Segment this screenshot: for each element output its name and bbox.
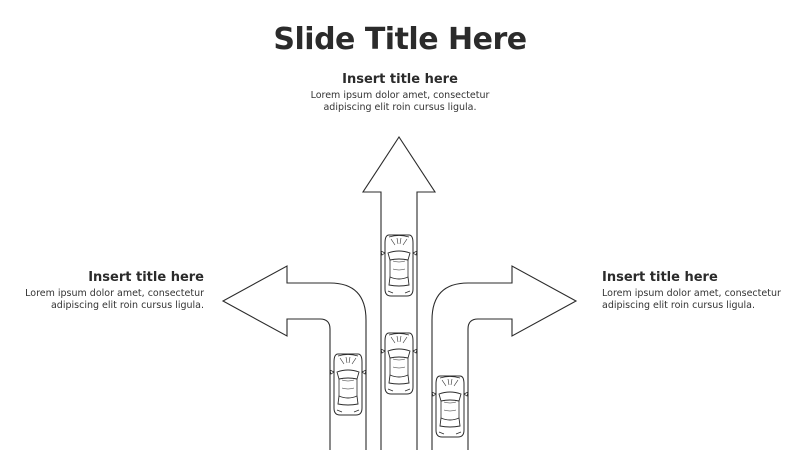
block-body-left: Lorem ipsum dolor amet, consectetur adip… [25,288,204,311]
arrow-right-icon [431,265,578,450]
text-block-right: Insert title here Lorem ipsum dolor amet… [602,270,792,312]
block-title-left: Insert title here [88,270,204,285]
arrow-up-icon [361,135,437,450]
slide-title: Slide Title Here [273,22,527,57]
car-icon [380,234,418,297]
arrow-left-icon [221,265,367,450]
block-title-right: Insert title here [602,270,718,285]
text-block-left: Insert title here Lorem ipsum dolor amet… [10,270,204,312]
car-icon [380,332,418,395]
text-block-top: Insert title here Lorem ipsum dolor amet… [250,72,550,114]
car-icon [329,353,367,416]
block-title-top: Insert title here [342,72,458,87]
car-icon [431,375,469,438]
block-body-top: Lorem ipsum dolor amet, consectetur adip… [310,90,490,113]
block-body-right: Lorem ipsum dolor amet, consectetur adip… [602,288,781,311]
